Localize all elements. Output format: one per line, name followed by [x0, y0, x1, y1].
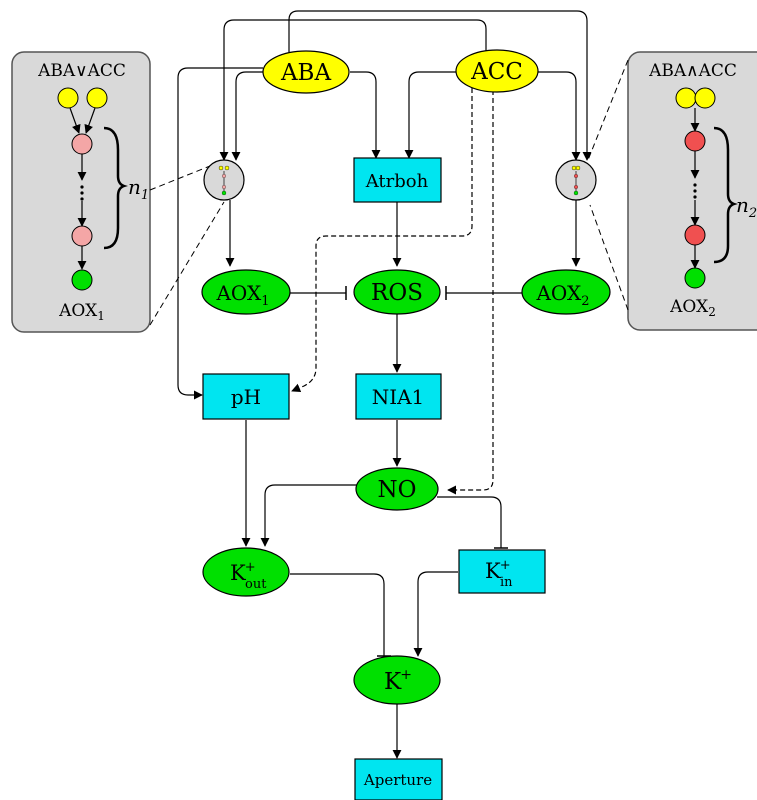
right-input-node-2: [694, 87, 716, 109]
node-aperture: Aperture: [354, 758, 443, 800]
left-panel-title: ABA∨ACC: [37, 61, 126, 81]
mini-network-icon-left: [203, 159, 245, 201]
node-aba: ABA: [262, 50, 350, 94]
node-acc: ACC: [455, 49, 539, 93]
left-chain-length-n1: n1: [128, 175, 149, 203]
svg-text:NIA1: NIA1: [372, 385, 425, 409]
right-output-node: [684, 267, 706, 289]
svg-text:K+: K+: [485, 558, 511, 583]
edges: [177, 10, 592, 759]
node-aox1: AOX1: [201, 269, 291, 315]
right-input-node-1: [675, 87, 697, 109]
left-output-label: AOX1: [58, 301, 105, 323]
svg-text:NO: NO: [378, 477, 417, 503]
svg-text:ROS: ROS: [371, 280, 423, 306]
node-atrboh: Atrboh: [353, 157, 442, 203]
node-no: NO: [355, 467, 439, 511]
left-chain-node-bottom: [71, 225, 93, 247]
svg-text:K+: K+: [230, 560, 256, 585]
right-output-label: AOX2: [669, 297, 716, 319]
node-ros: ROS: [353, 269, 441, 315]
node-aox2: AOX2: [521, 269, 611, 315]
svg-text:in: in: [500, 575, 513, 590]
svg-text:pH: pH: [231, 385, 261, 409]
left-input-node-1: [57, 87, 79, 109]
right-chain-length-n2: n2: [736, 193, 757, 221]
node-k-in: K+ in: [458, 549, 546, 594]
right-panel-title: ABA∧ACC: [648, 61, 737, 81]
mini-network-icon-right: [555, 159, 597, 201]
left-input-node-2: [86, 87, 108, 109]
svg-text:ACC: ACC: [470, 59, 523, 85]
node-k-plus: K+: [353, 655, 441, 705]
left-chain-node-top: [71, 133, 93, 155]
left-output-node: [71, 269, 93, 291]
svg-text:out: out: [245, 577, 267, 592]
node-ph: pH: [202, 373, 290, 420]
svg-text:Atrboh: Atrboh: [365, 171, 429, 192]
svg-text:ABA: ABA: [280, 60, 332, 86]
svg-text:K+: K+: [384, 667, 412, 695]
svg-text:AOX2: AOX2: [535, 281, 589, 309]
node-nia1: NIA1: [355, 373, 442, 420]
left-zoom-panel: ABA∨ACC n1 AOX1: [11, 51, 151, 333]
svg-text:Aperture: Aperture: [363, 771, 432, 789]
right-chain-node-top: [684, 130, 706, 152]
right-zoom-panel: ABA∧ACC n2 AOX2: [627, 51, 757, 331]
node-k-out: K+ out: [202, 547, 290, 597]
svg-text:AOX1: AOX1: [215, 281, 269, 309]
right-chain-node-bottom: [684, 224, 706, 246]
